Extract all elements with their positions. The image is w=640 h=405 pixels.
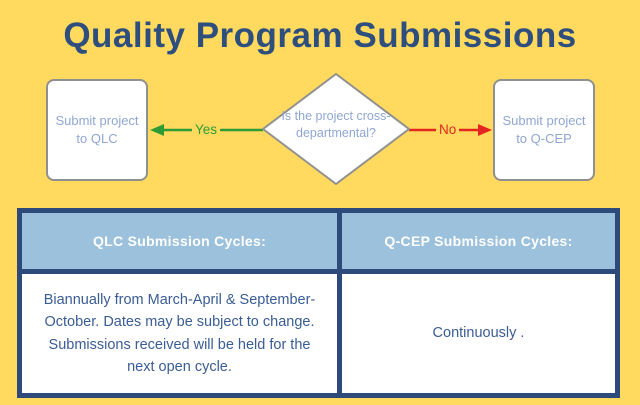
no-edge-label: No	[436, 121, 460, 138]
table-header-row: QLC Submission Cycles: Q-CEP Submission …	[17, 208, 620, 274]
table-row: Biannually from March-April & September-…	[17, 269, 620, 398]
yes-edge-label: Yes	[192, 121, 221, 138]
page-title: Quality Program Submissions	[63, 16, 577, 55]
submission-cycles-table: QLC Submission Cycles: Q-CEP Submission …	[17, 208, 620, 398]
decision-diamond	[262, 73, 410, 185]
qlc-cycles-cell: Biannually from March-April & September-…	[17, 269, 342, 398]
qcep-cycles-cell: Continuously .	[337, 269, 620, 398]
decision-question: Is the project cross-departmental?	[281, 109, 391, 140]
qlc-cycles-header: QLC Submission Cycles:	[17, 208, 342, 274]
qcep-node: Submit project to Q-CEP	[493, 79, 595, 181]
qcep-node-label: Submit project to Q-CEP	[502, 113, 586, 146]
qcep-cycles-header: Q-CEP Submission Cycles:	[337, 208, 620, 274]
qlc-node-label: Submit project to QLC	[55, 113, 139, 146]
qlc-node: Submit project to QLC	[46, 79, 148, 181]
flowchart-graphics	[150, 73, 492, 185]
